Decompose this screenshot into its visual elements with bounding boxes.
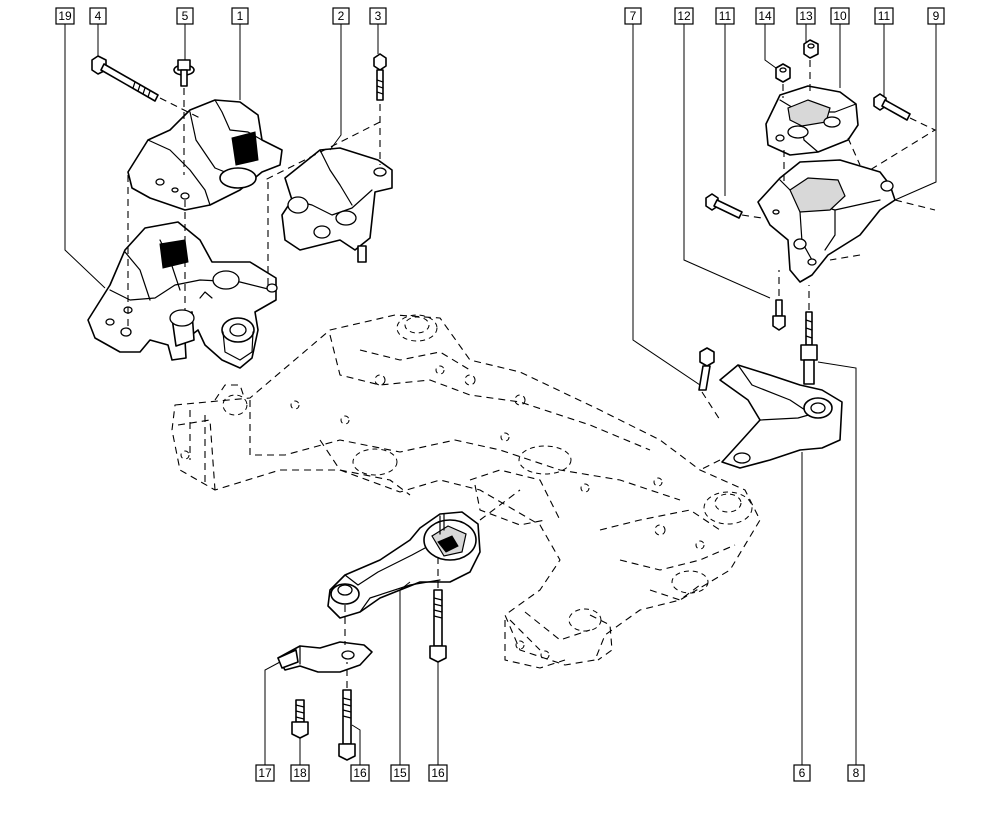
part-7-bolt: [698, 347, 715, 391]
callout-5: 5: [176, 7, 194, 25]
part-18-bolt: [291, 699, 309, 739]
connector-11-right: [869, 117, 936, 171]
callout-15: 15: [390, 764, 410, 782]
callout-3: 3: [369, 7, 387, 25]
callout-16-left-label: 16: [353, 766, 367, 780]
callout-17-label: 17: [258, 766, 272, 780]
part-4-long-bolt: [91, 55, 159, 102]
part-10-gearbox-mount: [765, 85, 859, 156]
part-3-stud: [373, 53, 387, 101]
connector-4: [159, 97, 201, 119]
callout-10: 10: [830, 7, 850, 25]
connector-15-frame: [479, 489, 521, 521]
callout-8: 8: [847, 764, 865, 782]
part-11-bolt-left: [705, 193, 743, 219]
callout-15-label: 15: [393, 766, 407, 780]
leader-lines: [64, 24, 937, 765]
part-9-gearbox-bracket: [757, 159, 896, 283]
part-16-bolt-lower: [338, 689, 356, 761]
callout-9: 9: [927, 7, 945, 25]
callout-12: 12: [674, 7, 694, 25]
part-13-nut: [803, 39, 819, 59]
callout-13-label: 13: [799, 9, 813, 23]
part-16-bolt-upper: [429, 589, 447, 663]
callout-16-right: 16: [428, 764, 448, 782]
part-5-bolt: [173, 59, 195, 87]
callout-9-label: 9: [933, 9, 940, 23]
callout-2: 2: [332, 7, 350, 25]
callout-3-label: 3: [375, 9, 382, 23]
callout-2-label: 2: [338, 9, 345, 23]
callout-7-label: 7: [630, 9, 637, 23]
part-2-engine-bracket: [281, 147, 393, 263]
callout-18-label: 18: [293, 766, 307, 780]
callout-7: 7: [624, 7, 642, 25]
callout-11-left-label: 11: [719, 9, 732, 23]
callout-19: 19: [55, 7, 75, 25]
callout-17: 17: [255, 764, 275, 782]
front-subframe: [171, 314, 761, 669]
callout-11-right: 11: [874, 7, 894, 25]
callout-16-right-label: 16: [431, 766, 445, 780]
connector-11-left: [741, 214, 763, 219]
callout-4-label: 4: [95, 9, 102, 23]
connector-6-frame: [699, 459, 721, 471]
part-17-bracket: [277, 641, 373, 673]
callout-19-label: 19: [58, 9, 72, 23]
part-6-bracket: [719, 364, 843, 469]
part-11-bolt-right: [873, 93, 911, 121]
callout-13: 13: [796, 7, 816, 25]
callout-11-right-label: 11: [878, 9, 891, 23]
part-15-torque-rod: [327, 511, 481, 619]
part-1-engine-mount: [127, 99, 283, 211]
callout-6-label: 6: [799, 766, 806, 780]
callout-6: 6: [793, 764, 811, 782]
connector-7: [701, 391, 721, 421]
callout-12-label: 12: [677, 9, 691, 23]
callout-1: 1: [231, 7, 249, 25]
callout-14: 14: [755, 7, 775, 25]
callout-1-label: 1: [237, 9, 244, 23]
connector-9-side: [829, 199, 936, 261]
connector-3-2: [264, 121, 381, 181]
callout-18: 18: [290, 764, 310, 782]
callout-5-label: 5: [182, 9, 189, 23]
connector-10-9: [783, 137, 861, 185]
part-14-nut: [775, 63, 791, 83]
part-8-stud: [800, 311, 818, 385]
callout-10-label: 10: [833, 9, 847, 23]
callout-16-left: 16: [350, 764, 370, 782]
callout-8-label: 8: [853, 766, 860, 780]
part-12-bolt: [772, 299, 786, 331]
part-19-bracket: [87, 221, 278, 369]
callout-11-left: 11: [715, 7, 735, 25]
callout-14-label: 14: [758, 9, 772, 23]
callout-4: 4: [89, 7, 107, 25]
